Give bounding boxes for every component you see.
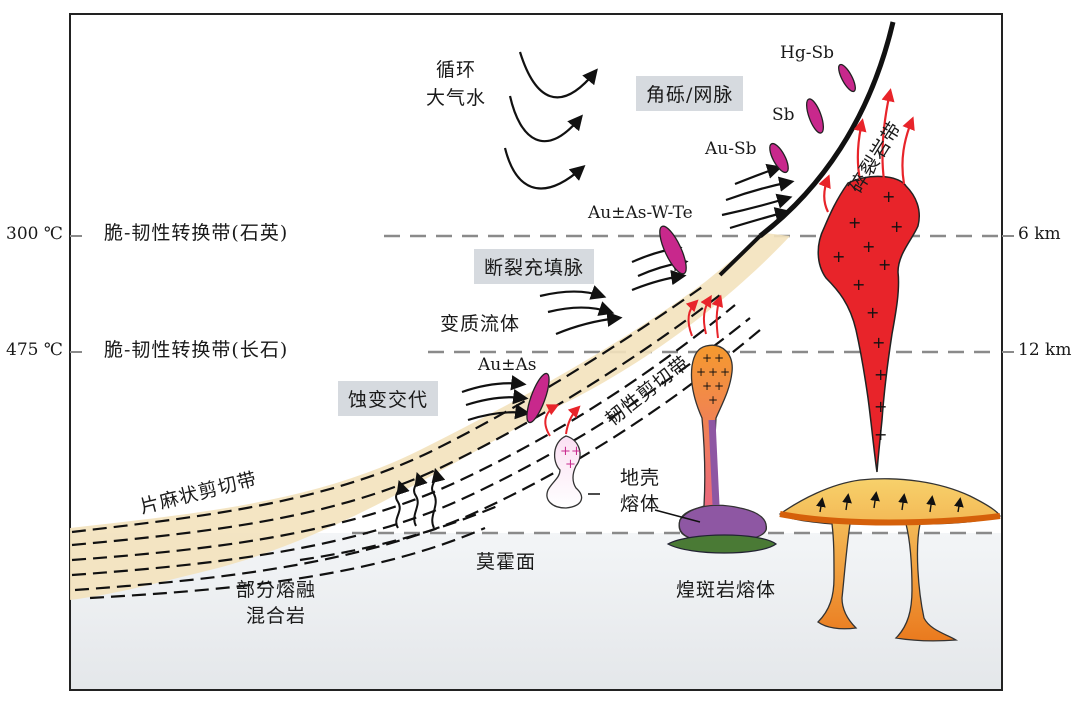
small-melt-body [546, 435, 583, 509]
granite-crosses: +++ +++ +++ +++ [832, 187, 903, 444]
svg-text:+: + [571, 444, 582, 459]
deposit-hg-sb: Hg-Sb [780, 43, 834, 63]
svg-text:+: + [714, 379, 724, 393]
meteoric-label-1: 循环 [436, 59, 477, 81]
meteoric-arrows [503, 51, 598, 190]
svg-text:+: + [714, 351, 724, 365]
svg-text:+: + [852, 275, 865, 294]
fault-fill-vein-box: 断裂充填脉 [474, 249, 595, 284]
crust-melt-label-2: 熔体 [620, 493, 661, 515]
migmatite-label-2: 混合岩 [246, 605, 307, 627]
svg-text:+: + [560, 444, 571, 459]
breccia-stockwork-box: 角砾/网脉 [636, 76, 744, 111]
lamprophyre-melt [666, 534, 778, 554]
deposit-au-as-w-te: Au±As-W-Te [588, 203, 693, 223]
small-melt-arrows [544, 404, 581, 437]
granite-arrows [818, 88, 915, 213]
temp-475-label: 475 ℃ [6, 340, 63, 360]
moho-label: 莫霍面 [476, 551, 537, 573]
svg-text:+: + [874, 425, 887, 444]
svg-text:+: + [720, 365, 730, 379]
crustal-melt-crosses: +++ +++ ++ [696, 351, 730, 407]
deposit-au-sb: Au-Sb [705, 139, 757, 159]
depth-6km-label: 6 km [1018, 224, 1061, 244]
svg-text:+: + [565, 457, 576, 472]
deposit-sb: Sb [772, 105, 795, 125]
shear-fabric [71, 284, 761, 600]
transition-quartz-label: 脆-韧性转换带(石英) [104, 222, 289, 244]
wavy-arrows [395, 467, 446, 529]
svg-text:+: + [708, 365, 718, 379]
svg-text:+: + [848, 213, 861, 232]
svg-text:+: + [832, 247, 845, 266]
crustal-melt-arrows [685, 294, 724, 339]
deposit-au-as: Au±As [478, 355, 537, 375]
migmatite-label-1: 部分熔融 [236, 579, 317, 601]
granite-body [817, 175, 920, 473]
orebodies [526, 63, 856, 424]
svg-text:+: + [696, 365, 706, 379]
svg-text:+: + [702, 379, 712, 393]
svg-text:+: + [866, 303, 879, 322]
transition-feldspar-label: 脆-韧性转换带(长石) [104, 339, 289, 361]
lamprophyre-label: 煌斑岩熔体 [676, 579, 777, 601]
alteration-box: 蚀变交代 [338, 381, 439, 416]
svg-text:+: + [872, 333, 885, 352]
svg-text:+: + [874, 397, 887, 416]
svg-text:+: + [874, 365, 887, 384]
temp-300-label: 300 ℃ [6, 224, 63, 244]
fluid-arrows [461, 163, 795, 422]
meteoric-label-2: 大气水 [426, 87, 487, 109]
small-melt-crosses: +++ [560, 444, 582, 472]
svg-text:+: + [890, 217, 903, 236]
svg-text:+: + [878, 255, 891, 274]
crust-melt-label-1: 地壳 [620, 467, 661, 489]
depth-12km-label: 12 km [1018, 340, 1072, 360]
mantle-melt-arrows [816, 491, 964, 513]
svg-text:+: + [882, 187, 895, 206]
metamorphic-fluid-label: 变质流体 [440, 313, 521, 335]
svg-text:+: + [708, 393, 718, 407]
svg-text:+: + [702, 351, 712, 365]
svg-text:+: + [862, 237, 875, 256]
